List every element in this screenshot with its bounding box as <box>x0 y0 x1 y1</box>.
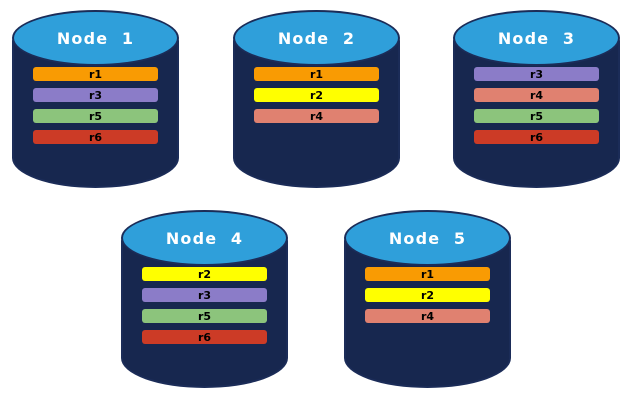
replica-bar[interactable]: r2 <box>365 288 490 302</box>
replica-bar[interactable]: r4 <box>254 109 379 123</box>
replica-stack: r1 r2 r4 <box>365 267 490 323</box>
replica-bar[interactable]: r4 <box>474 88 599 102</box>
cylinder-top-lid <box>12 10 179 66</box>
replica-stack: r2 r3 r5 r6 <box>142 267 267 344</box>
replica-bar[interactable]: r3 <box>142 288 267 302</box>
cylinder-top-lid <box>453 10 620 66</box>
replica-bar[interactable]: r6 <box>474 130 599 144</box>
replica-bar[interactable]: r6 <box>33 130 158 144</box>
replica-bar[interactable]: r4 <box>365 309 490 323</box>
cylinder-top-lid <box>121 210 288 266</box>
replica-bar[interactable]: r3 <box>33 88 158 102</box>
replica-stack: r1 r3 r5 r6 <box>33 67 158 144</box>
replica-bar[interactable]: r5 <box>33 109 158 123</box>
replica-bar[interactable]: r5 <box>142 309 267 323</box>
replica-bar[interactable]: r6 <box>142 330 267 344</box>
replica-bar[interactable]: r1 <box>254 67 379 81</box>
cylinder-top-lid <box>233 10 400 66</box>
replica-stack: r1 r2 r4 <box>254 67 379 123</box>
replica-bar[interactable]: r2 <box>142 267 267 281</box>
cylinder-top-lid <box>344 210 511 266</box>
replica-bar[interactable]: r1 <box>365 267 490 281</box>
replica-bar[interactable]: r3 <box>474 67 599 81</box>
replica-bar[interactable]: r5 <box>474 109 599 123</box>
replica-bar[interactable]: r2 <box>254 88 379 102</box>
replica-bar[interactable]: r1 <box>33 67 158 81</box>
replica-stack: r3 r4 r5 r6 <box>474 67 599 144</box>
